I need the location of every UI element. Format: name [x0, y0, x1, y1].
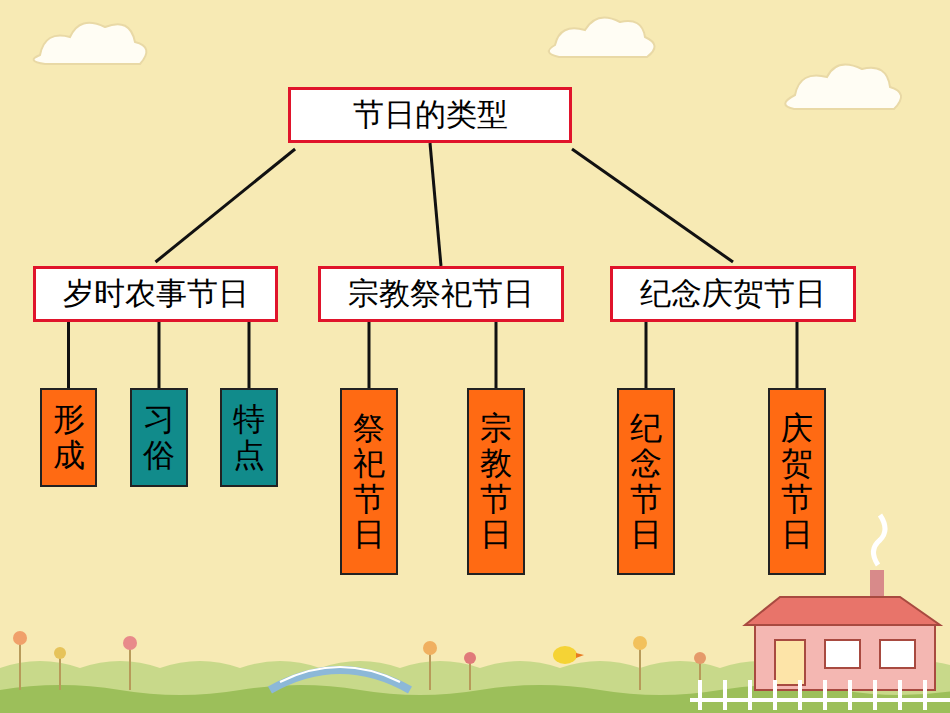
bird: [553, 646, 584, 664]
connector-line: [645, 322, 648, 388]
node-label: 形成: [53, 402, 85, 472]
connector-line: [495, 322, 498, 388]
node-label: 节日的类型: [353, 94, 508, 136]
connector-line: [368, 322, 371, 388]
leaf-box: 宗教节日: [467, 388, 525, 575]
connector-line: [796, 322, 799, 388]
node-label: 岁时农事节日: [63, 273, 249, 315]
leaf-box: 祭祀节日: [340, 388, 398, 575]
fence: [690, 680, 950, 710]
connector-line: [158, 322, 161, 388]
leaf-box: 习俗: [130, 388, 188, 487]
node-label: 特点: [233, 402, 265, 472]
node-label: 祭祀节日: [353, 411, 385, 552]
root-box: 节日的类型: [288, 87, 572, 143]
leaf-box: 纪念节日: [617, 388, 675, 575]
category-box: 宗教祭祀节日: [318, 266, 564, 322]
connector-line: [67, 322, 70, 388]
leaf-box: 特点: [220, 388, 278, 487]
category-box: 纪念庆贺节日: [610, 266, 856, 322]
node-label: 宗教节日: [480, 411, 512, 552]
node-label: 庆贺节日: [781, 411, 813, 552]
leaf-box: 庆贺节日: [768, 388, 826, 575]
leaf-box: 形成: [40, 388, 97, 487]
node-label: 纪念节日: [630, 411, 662, 552]
connector-line: [572, 149, 733, 262]
connector-line: [156, 149, 296, 262]
connector-line: [248, 322, 251, 388]
node-label: 宗教祭祀节日: [348, 273, 534, 315]
node-label: 习俗: [143, 402, 175, 472]
connector-line: [430, 143, 441, 266]
category-box: 岁时农事节日: [33, 266, 278, 322]
bridge: [270, 667, 410, 690]
node-label: 纪念庆贺节日: [640, 273, 826, 315]
